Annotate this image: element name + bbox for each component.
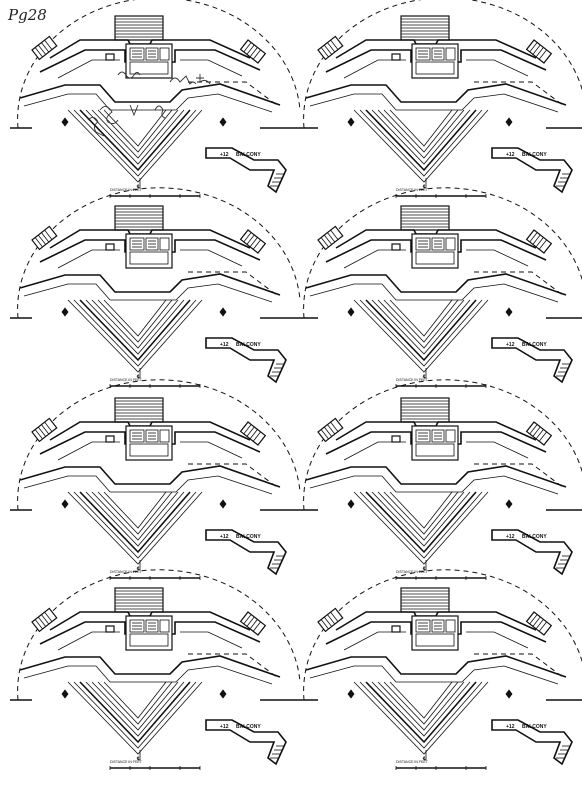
- scale-label: DISTANCE IN FEET: [110, 378, 143, 382]
- floor-plan-panel: +12 BALCONY ℄ DISTANCE IN FEET: [9, 0, 301, 199]
- scale-label: DISTANCE IN FEET: [110, 570, 143, 574]
- centerline-label: ℄: [422, 755, 427, 762]
- floor-plan-panel: +12 BALCONY ℄ DISTANCE IN FEET: [9, 187, 301, 389]
- centerline-label: ℄: [136, 565, 141, 572]
- page-label: Pg28: [8, 6, 47, 24]
- floor-plan-panel: +12 BALCONY ℄ DISTANCE IN FEET: [9, 569, 301, 771]
- scale-label: DISTANCE IN FEET: [396, 378, 429, 382]
- scale-label: DISTANCE IN FEET: [396, 188, 429, 192]
- floor-plan-panel: +12 BALCONY ℄ DISTANCE IN FEET: [295, 187, 582, 389]
- level-label: +12: [220, 342, 229, 348]
- centerline-label: ℄: [136, 755, 141, 762]
- floor-plan-panel: +12 BALCONY ℄ DISTANCE IN FEET: [295, 379, 582, 581]
- level-label: +12: [220, 724, 229, 730]
- level-label: +12: [506, 342, 515, 348]
- level-label: +12: [220, 534, 229, 540]
- scale-label: DISTANCE IN FEET: [110, 760, 143, 764]
- balcony-label: BALCONY: [236, 152, 261, 158]
- balcony-label: BALCONY: [236, 534, 261, 540]
- balcony-label: BALCONY: [522, 342, 547, 348]
- scale-label: DISTANCE IN FEET: [396, 760, 429, 764]
- centerline-label: ℄: [136, 183, 141, 190]
- level-label: +12: [506, 724, 515, 730]
- balcony-label: BALCONY: [522, 534, 547, 540]
- handwritten-annotations: [87, 71, 211, 137]
- balcony-label: BALCONY: [522, 724, 547, 730]
- centerline-label: ℄: [422, 373, 427, 380]
- level-label: +12: [220, 152, 229, 158]
- centerline-label: ℄: [422, 565, 427, 572]
- centerline-label: ℄: [422, 183, 427, 190]
- floor-plan-panel: +12 BALCONY ℄ DISTANCE IN FEET: [295, 569, 582, 771]
- scale-label: DISTANCE IN FEET: [110, 188, 143, 192]
- level-label: +12: [506, 534, 515, 540]
- balcony-label: BALCONY: [236, 342, 261, 348]
- scale-label: DISTANCE IN FEET: [396, 570, 429, 574]
- floor-plan-panel: +12 BALCONY ℄ DISTANCE IN FEET: [295, 0, 582, 199]
- balcony-label: BALCONY: [236, 724, 261, 730]
- floor-plan-panel: +12 BALCONY ℄ DISTANCE IN FEET: [9, 379, 301, 581]
- level-label: +12: [506, 152, 515, 158]
- centerline-label: ℄: [136, 373, 141, 380]
- balcony-label: BALCONY: [522, 152, 547, 158]
